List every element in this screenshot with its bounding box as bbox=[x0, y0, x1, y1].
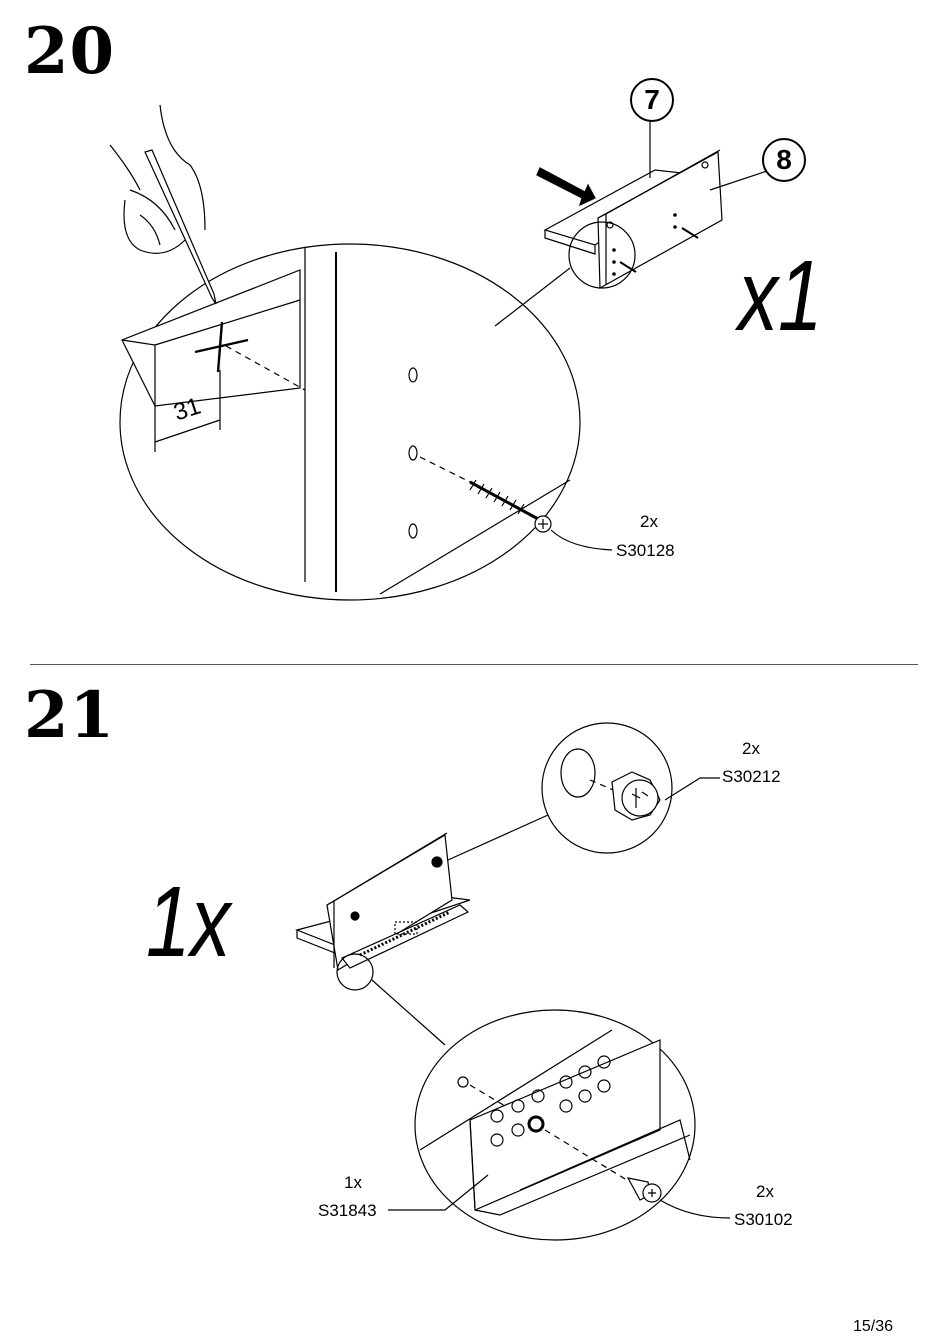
step21-multiplier: 1x bbox=[146, 866, 231, 978]
step20-panel-assembly bbox=[494, 120, 771, 327]
section-divider bbox=[30, 664, 918, 665]
step20-zoom-ellipse bbox=[119, 243, 581, 601]
screw-s30102-qty: 2x bbox=[756, 1182, 774, 1201]
cam-s30212-qty: 2x bbox=[742, 739, 760, 758]
page-number: 15/36 bbox=[852, 1318, 893, 1335]
screw-s30128-code: S30128 bbox=[616, 541, 675, 560]
rail-holes bbox=[490, 1055, 611, 1147]
step21-cam-zoom bbox=[447, 722, 720, 861]
cam-s30212-code: S30212 bbox=[722, 767, 781, 786]
step-20-number: 20 bbox=[24, 14, 116, 89]
step20-multiplier: x1 bbox=[738, 240, 823, 352]
rail-s31843-code: S31843 bbox=[318, 1201, 377, 1220]
rail-s31843-qty: 1x bbox=[344, 1173, 362, 1192]
step-21-number: 21 bbox=[24, 678, 116, 753]
step21-rail-zoom bbox=[388, 1009, 731, 1241]
step20-board-detail bbox=[121, 248, 613, 595]
screw-s30128-qty: 2x bbox=[640, 512, 658, 531]
callout-part-8: 8 bbox=[762, 138, 806, 182]
step21-panel-assembly bbox=[295, 832, 471, 1046]
callout-part-7: 7 bbox=[630, 78, 674, 122]
screw-s30102-code: S30102 bbox=[734, 1210, 793, 1229]
pencil-hand-drawing bbox=[109, 104, 217, 305]
